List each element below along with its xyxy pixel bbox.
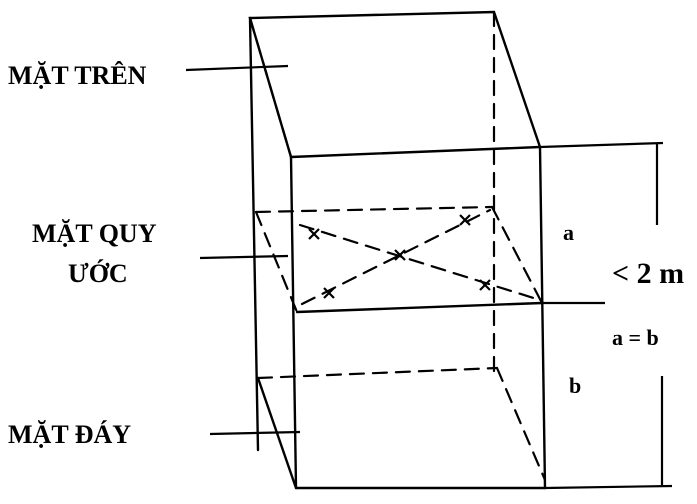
label-top-face: MẶT TRÊN <box>8 61 147 90</box>
label-reference-face-line2: ƯỚC <box>68 259 128 288</box>
sample-point-5 <box>479 279 491 291</box>
leader-bottom-face <box>209 430 301 436</box>
front-left-edge <box>289 155 298 490</box>
hidden-bottom-back-edge <box>256 366 499 380</box>
hidden-bottom-right-edge <box>495 366 547 482</box>
front-right-edge <box>538 145 547 490</box>
bottom-left-edge <box>256 376 298 490</box>
reference-front-edge <box>295 301 544 314</box>
label-height-limit: < 2 m <box>612 257 684 290</box>
label-b: b <box>569 373 581 398</box>
front-top-edge <box>289 145 542 159</box>
label-a-equals-b: a = b <box>612 325 659 350</box>
label-bottom-face: MẶT ĐÁY <box>8 420 131 449</box>
sample-point-4 <box>323 287 335 299</box>
reference-back-edge <box>254 205 494 214</box>
label-a: a <box>563 220 574 245</box>
leader-top-face <box>185 64 289 72</box>
sample-point-2 <box>394 249 406 261</box>
label-reference-face-line1: MẶT QUY <box>32 219 157 248</box>
back-left-edge <box>248 16 260 452</box>
dimension-top-tick <box>539 141 664 149</box>
top-face-edges <box>248 10 542 159</box>
reference-diagonal-1 <box>298 223 542 302</box>
hidden-top-left-diagonal <box>248 16 293 159</box>
reference-left-edge <box>254 210 299 314</box>
reference-right-edge <box>490 205 544 305</box>
dimension-bottom-tick <box>544 484 673 490</box>
sample-point-3 <box>459 214 471 226</box>
sampling-points <box>308 214 491 299</box>
sample-point-1 <box>308 228 320 240</box>
